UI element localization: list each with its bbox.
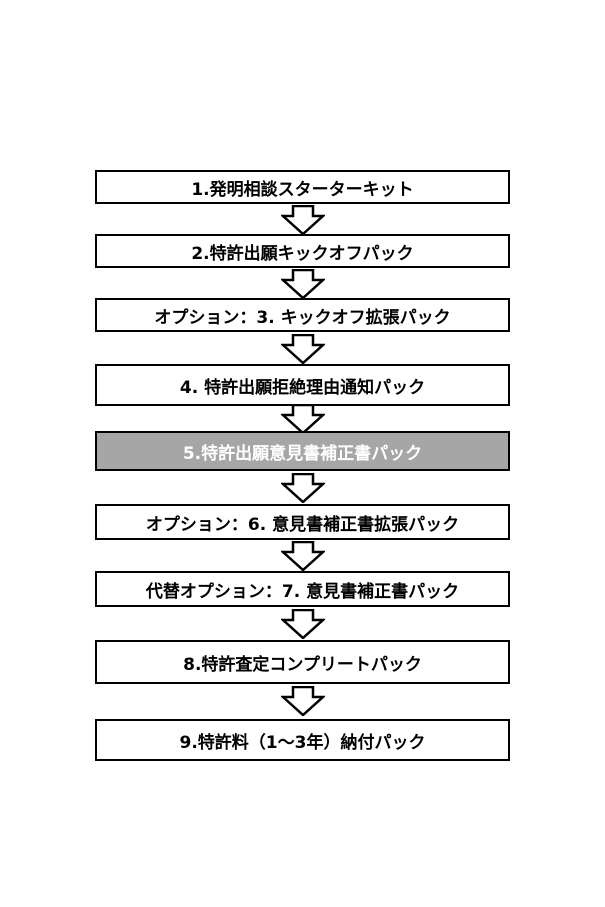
down-arrow-icon [281,609,325,639]
step-7-alternative-option: 代替オプション：7. 意見書補正書パック [95,571,510,607]
down-arrow-icon [281,205,325,235]
down-arrow-icon [281,541,325,571]
step-4-rejection-notice-pack: 4. 特許出願拒絶理由通知パック [95,364,510,406]
step-1-starter-kit: 1.発明相談スターターキット [95,170,510,204]
down-arrow-icon [281,334,325,364]
step-2-kickoff-pack: 2.特許出願キックオフパック [95,234,510,268]
down-arrow-icon [281,473,325,503]
step-6-opinion-extension-option: オプション：6. 意見書補正書拡張パック [95,504,510,540]
step-5-opinion-amendment-pack: 5.特許出願意見書補正書パック [95,431,510,471]
step-3-kickoff-extension-option: オプション：3. キックオフ拡張パック [95,298,510,332]
step-8-grant-complete-pack: 8.特許査定コンプリートパック [95,640,510,684]
down-arrow-icon [281,686,325,716]
down-arrow-icon [281,404,325,434]
down-arrow-icon [281,269,325,299]
step-9-fee-payment-pack: 9.特許料（1～3年）納付パック [95,719,510,761]
